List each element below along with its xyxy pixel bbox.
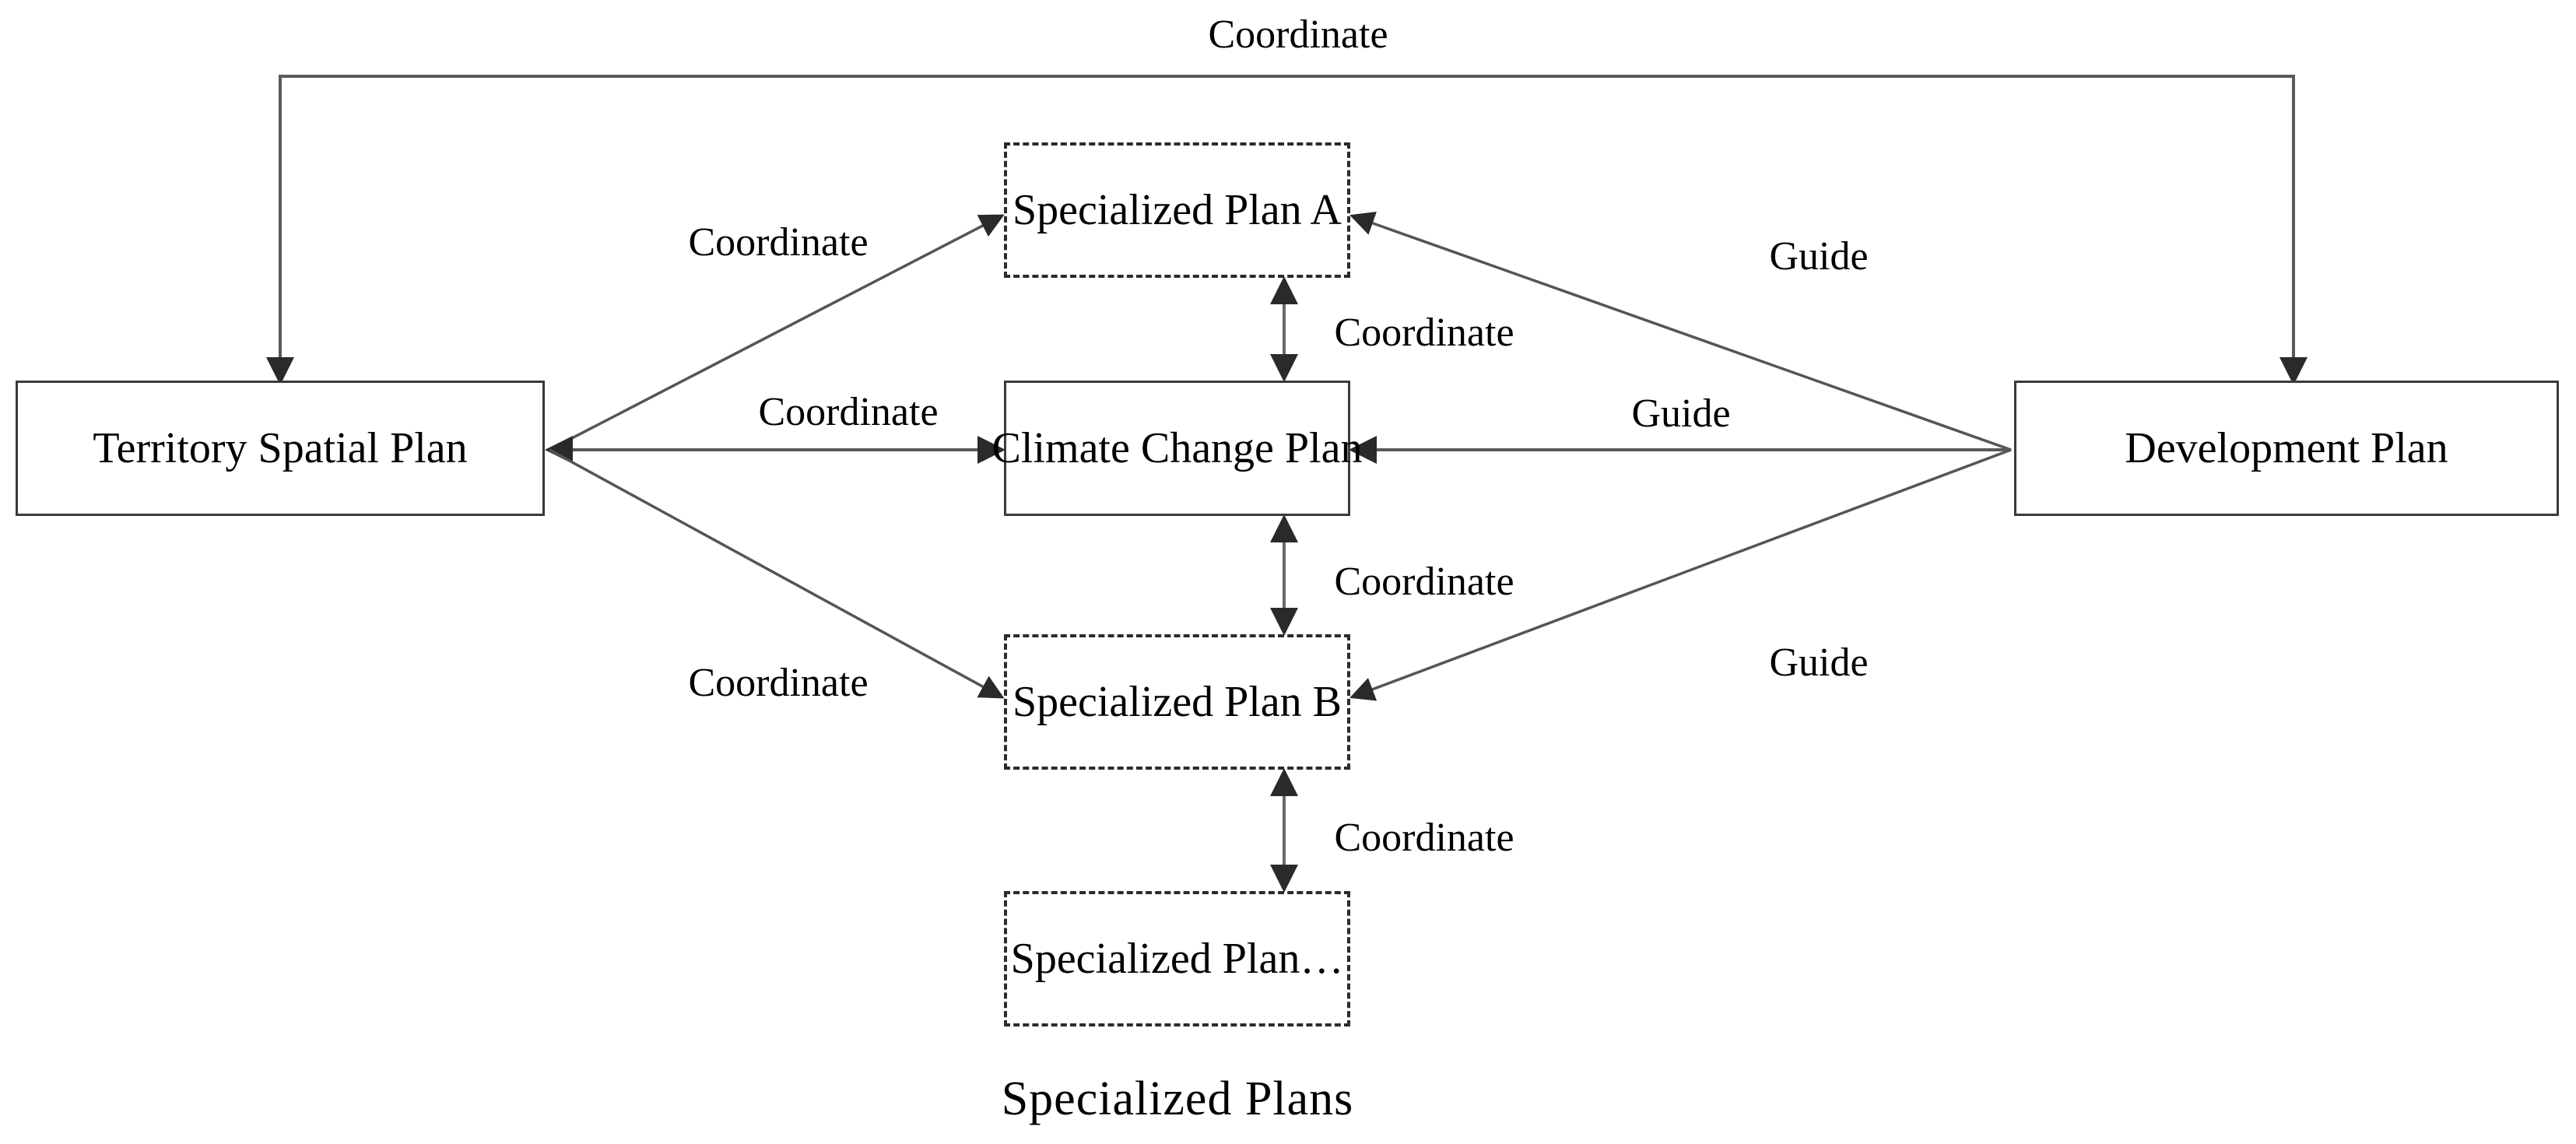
edge-guide-development-planB xyxy=(1349,448,2012,701)
edge-label-coordinate-territory-climate: Coordinate xyxy=(753,392,943,433)
node-label: Specialized Plan A xyxy=(1012,186,1342,234)
node-label: Specialized Plan… xyxy=(1010,935,1344,983)
edge-label-coordinate-top: Coordinate xyxy=(1203,15,1393,55)
edge-guide-development-planA xyxy=(1349,211,2012,451)
node-development-plan[interactable]: Development Plan xyxy=(2014,381,2559,516)
node-specialized-plan-a[interactable]: Specialized Plan A xyxy=(1004,142,1350,278)
edge-coordinate-territory-development xyxy=(266,75,2308,385)
edge-coordinate-territory-planA xyxy=(549,214,1005,451)
edge-label-coordinate-territory-planB: Coordinate xyxy=(683,663,873,704)
edge-label-coordinate-climate-planB: Coordinate xyxy=(1329,562,1519,602)
node-territory-spatial-plan[interactable]: Territory Spatial Plan xyxy=(16,381,545,516)
edge-label-coordinate-planA-climate: Coordinate xyxy=(1329,313,1519,353)
node-climate-change-plan[interactable]: Climate Change Plan xyxy=(992,381,1362,516)
edge-label-coordinate-planB-planDots: Coordinate xyxy=(1329,818,1519,858)
node-specialized-plan-b[interactable]: Specialized Plan B xyxy=(1004,634,1350,770)
edge-coordinate-territory-planB xyxy=(549,448,1005,699)
edge-label-guide-development-planB: Guide xyxy=(1764,643,1873,683)
node-label: Climate Change Plan xyxy=(991,424,1363,472)
node-specialized-plan-ellipsis[interactable]: Specialized Plan… xyxy=(1004,891,1350,1026)
edge-label-coordinate-territory-planA: Coordinate xyxy=(683,223,873,263)
node-label: Development Plan xyxy=(2125,424,2448,472)
group-caption-specialized-plans: Specialized Plans xyxy=(1001,1072,1354,1125)
edge-label-guide-development-planA: Guide xyxy=(1764,237,1873,277)
node-label: Specialized Plan B xyxy=(1012,678,1342,726)
edge-label-guide-development-climate: Guide xyxy=(1627,394,1735,434)
node-label: Territory Spatial Plan xyxy=(93,424,468,472)
